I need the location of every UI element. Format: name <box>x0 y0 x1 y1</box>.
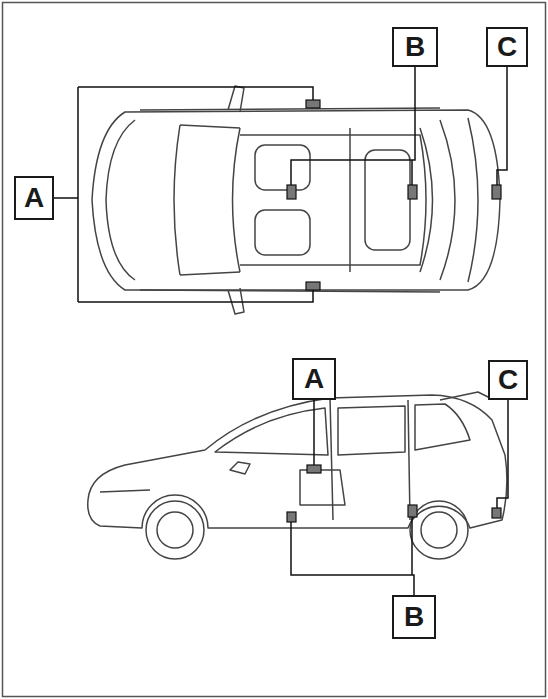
callout-letter: A <box>24 184 44 212</box>
callout-box: C <box>488 360 528 400</box>
callout-box: A <box>292 358 336 400</box>
callout-letter: C <box>498 366 518 394</box>
callout-letter: A <box>304 365 324 393</box>
callout-letter: C <box>497 33 517 61</box>
callout-letter: B <box>404 603 424 631</box>
callout-box: C <box>486 27 528 67</box>
callout-letter: B <box>405 33 425 61</box>
callout-box: A <box>14 176 54 220</box>
callout-box: B <box>392 595 436 639</box>
callout-box: B <box>392 27 438 67</box>
